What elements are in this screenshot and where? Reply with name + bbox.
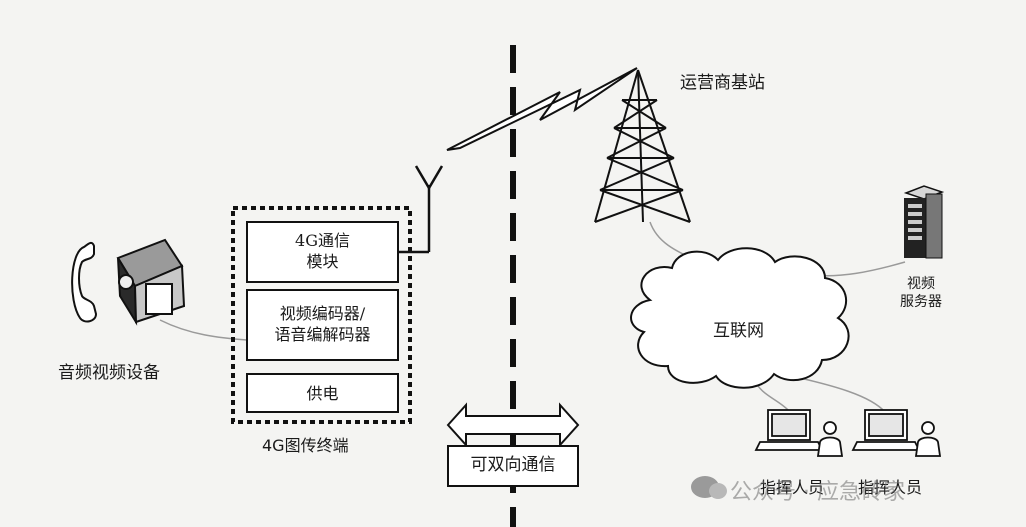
bidirectional-box <box>447 445 579 487</box>
internet-label: 互联网 <box>713 321 764 341</box>
commander-1-icon <box>754 409 844 457</box>
power-box <box>246 373 399 413</box>
watermark-logo-icon <box>691 476 727 499</box>
module-4g-label: 4G通信 模块 <box>247 230 398 272</box>
codec-line2: 语音编解码器 <box>274 325 371 344</box>
camcorder-icon <box>116 238 186 326</box>
video-server-label: 视频 服务器 <box>900 275 942 311</box>
module-4g-box <box>246 221 399 283</box>
av-device-label: 音频视频设备 <box>58 363 160 383</box>
module-4g-line2: 模块 <box>306 252 339 271</box>
codec-line1: 视频编码器/ <box>279 304 366 323</box>
bidirectional-label: 可双向通信 <box>470 455 556 475</box>
internet-cloud-icon <box>630 247 850 389</box>
terminal-frame <box>231 206 412 424</box>
telephone-icon <box>71 241 98 323</box>
terminal-caption: 4G图传终端 <box>262 436 349 455</box>
antenna-icon <box>398 165 444 254</box>
bidirectional-arrow <box>446 402 580 448</box>
power-label: 供电 <box>306 384 339 403</box>
video-server-line2: 服务器 <box>900 294 942 310</box>
commander-1-label: 指挥人员 <box>760 478 825 497</box>
module-4g-line1: 4G通信 <box>295 231 350 250</box>
server-icon <box>903 185 945 259</box>
commander-2-label: 指挥人员 <box>858 478 923 497</box>
video-server-line1: 视频 <box>907 276 935 292</box>
wireless-link-icon <box>446 67 638 151</box>
base-station-label: 运营商基站 <box>680 73 765 93</box>
codec-box <box>246 289 399 361</box>
commander-2-icon <box>851 409 942 457</box>
cell-tower-icon <box>594 69 691 223</box>
codec-label: 视频编码器/ 语音编解码器 <box>247 303 398 345</box>
watermark-text: 公众号 · 应急砖家 <box>730 480 905 505</box>
